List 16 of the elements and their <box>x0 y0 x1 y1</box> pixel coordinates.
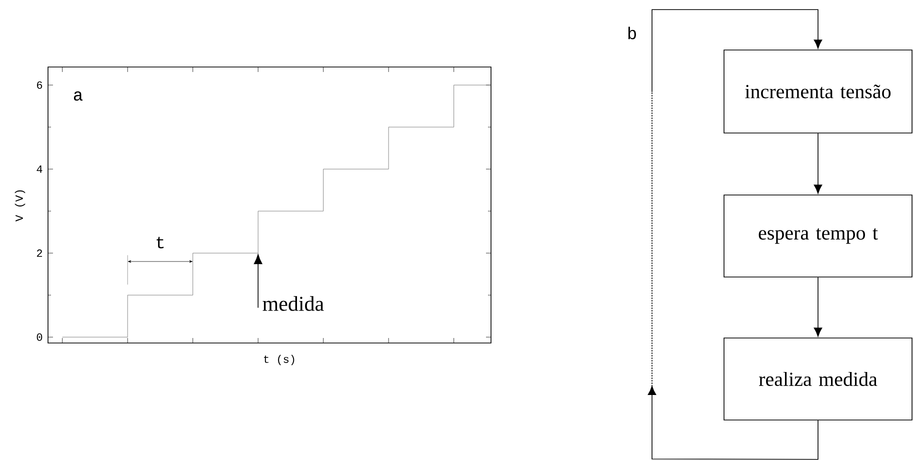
loop-arrow <box>648 9 822 460</box>
panel-label: a <box>74 91 83 101</box>
tick-label: 6 <box>37 81 42 89</box>
annotation-text: medida <box>262 296 324 311</box>
process-box: realiza medida <box>724 338 912 420</box>
panel-label: b <box>628 26 636 40</box>
arrow <box>814 133 822 194</box>
tick-label: 2 <box>36 249 42 257</box>
tick-label: 4 <box>36 165 42 173</box>
axis-title: t (s) <box>264 354 294 366</box>
tick-label: 0 <box>36 333 42 341</box>
axis-title: V (V) <box>14 190 26 222</box>
dimension-label: t <box>156 236 164 248</box>
arrow <box>814 277 822 337</box>
process-box: incrementa tensão <box>724 50 912 134</box>
process-box: espera tempo t <box>724 194 912 278</box>
